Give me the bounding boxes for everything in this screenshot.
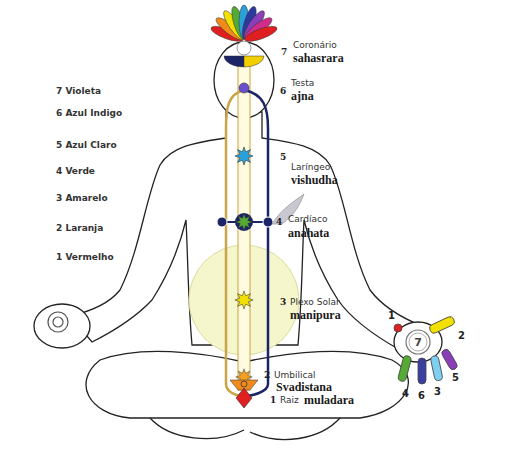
chakra-number: 2 bbox=[264, 370, 270, 380]
finger bbox=[418, 358, 426, 384]
pingala-channel bbox=[244, 90, 268, 396]
throat-chakra bbox=[235, 147, 253, 165]
finger bbox=[430, 355, 443, 381]
callout-number: 3 bbox=[434, 386, 441, 397]
sanskrit-name: ajna bbox=[291, 89, 314, 104]
palm-circle bbox=[48, 312, 68, 332]
chakra-number: 1 bbox=[270, 395, 276, 405]
root-chakra bbox=[236, 388, 252, 408]
crown-bowl bbox=[244, 56, 264, 67]
chakra-name: Laríngeo bbox=[291, 162, 330, 172]
sanskrit-name: manipura bbox=[290, 308, 341, 323]
sanskrit-name: sahasrara bbox=[293, 51, 344, 66]
chakra-name: Coronário bbox=[293, 40, 337, 50]
callout-number: 7 bbox=[405, 329, 431, 355]
palm-circle: 7 bbox=[405, 329, 431, 355]
finger bbox=[428, 315, 455, 334]
heart-node bbox=[217, 217, 227, 227]
crown-lotus bbox=[209, 5, 278, 67]
finger bbox=[397, 355, 411, 382]
crown-chakra bbox=[237, 41, 251, 55]
sanskrit-name: anahata bbox=[288, 226, 329, 241]
chakra-number: 4 bbox=[276, 217, 282, 227]
chakra-number: 3 bbox=[280, 297, 286, 307]
palm-circle-inner bbox=[53, 317, 63, 327]
chakra-name: Plexo Solar bbox=[290, 297, 340, 307]
chakra-name: Umbilical bbox=[274, 370, 316, 380]
colored-fingers bbox=[394, 315, 458, 384]
brow-chakra bbox=[239, 83, 249, 93]
solar-chakra bbox=[235, 291, 253, 309]
color-label: 4 Verde bbox=[56, 166, 95, 176]
chakra-name: Cardíaco bbox=[288, 214, 328, 224]
heart-node bbox=[263, 217, 273, 227]
heart-chakra bbox=[236, 214, 252, 230]
ida-channel bbox=[226, 90, 244, 396]
body-outline bbox=[34, 42, 442, 440]
root-spiral bbox=[241, 381, 247, 387]
feet bbox=[150, 418, 340, 440]
finger bbox=[441, 348, 459, 371]
sanskrit-name: muladara bbox=[304, 393, 354, 408]
callout-number: 6 bbox=[418, 390, 425, 401]
finger-dot bbox=[394, 324, 402, 332]
chakra-number: 7 bbox=[281, 47, 287, 57]
callout-number: 4 bbox=[402, 388, 409, 399]
color-label: 2 Laranja bbox=[56, 223, 103, 233]
heart-ring bbox=[235, 213, 253, 231]
color-label: 7 Violeta bbox=[56, 86, 101, 96]
left-palm-symbol bbox=[48, 312, 68, 332]
callout-number: 2 bbox=[458, 330, 465, 341]
crown-bowl bbox=[224, 56, 244, 67]
sanskrit-name: Svadistana bbox=[276, 380, 332, 395]
color-label: 6 Azul Indigo bbox=[56, 108, 122, 118]
callout-number: 1 bbox=[388, 310, 395, 321]
color-label: 3 Amarelo bbox=[56, 193, 108, 203]
chakra-number: 6 bbox=[280, 86, 286, 96]
callout-number: 5 bbox=[452, 372, 459, 383]
chakra-name: Raiz bbox=[280, 395, 299, 405]
sanskrit-name: vishudha bbox=[291, 173, 338, 188]
color-label: 1 Vermelho bbox=[56, 252, 114, 262]
chakra-name: Testa bbox=[291, 78, 314, 88]
petal bbox=[243, 23, 278, 44]
left-hand bbox=[34, 304, 90, 348]
chakra-number: 5 bbox=[280, 152, 286, 162]
circle-border bbox=[406, 330, 430, 354]
color-label: 5 Azul Claro bbox=[56, 140, 117, 150]
